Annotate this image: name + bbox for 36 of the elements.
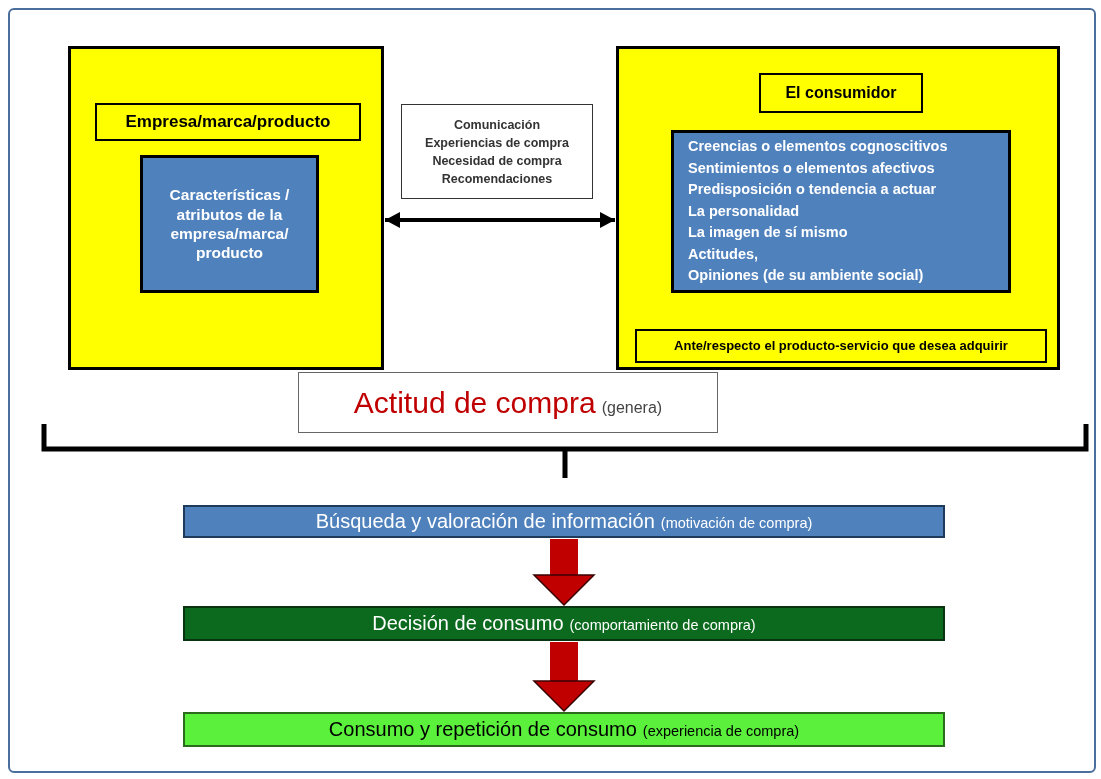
list-item: Sentimientos o elementos afectivos xyxy=(688,158,935,178)
stage-box xyxy=(183,712,945,747)
list-item: Creencias o elementos cognoscitivos xyxy=(688,137,948,157)
title-text: Búsqueda y valoración de información xyxy=(315,509,655,534)
heading-box xyxy=(759,73,923,113)
list-item: Comunicación xyxy=(453,116,541,134)
result-box xyxy=(298,372,718,433)
list-item: Experiencias de compra xyxy=(425,134,569,152)
attribute-box xyxy=(140,155,319,293)
list-item: Actitudes, xyxy=(688,244,759,264)
heading-box xyxy=(95,103,361,141)
influence-box xyxy=(401,104,593,199)
subtitle-text: (genera) xyxy=(601,397,663,418)
stage-box xyxy=(183,505,945,538)
note-box xyxy=(635,329,1047,363)
list-item: Necesidad de compra xyxy=(432,152,562,170)
label-text: El consumidor xyxy=(785,83,897,103)
double-arrow xyxy=(385,212,615,228)
title-text: Decisión de consumo xyxy=(372,611,564,636)
subtitle-text: (experiencia de compra) xyxy=(642,722,800,741)
panel xyxy=(68,46,384,370)
title-text: Consumo y repetición de consumo xyxy=(328,717,637,742)
factor-list-box xyxy=(671,130,1011,293)
label-text: Características / atributos de la empresa/marca/ producto xyxy=(168,185,291,263)
list-item: Opiniones (de su ambiente social) xyxy=(688,266,924,286)
list-item: La personalidad xyxy=(688,201,800,221)
subtitle-text: (motivación de compra) xyxy=(660,514,813,533)
title-text: Actitud de compra xyxy=(353,384,596,421)
list-item: La imagen de sí mismo xyxy=(688,223,848,243)
panel xyxy=(616,46,1060,370)
list-item: Predisposición o tendencia a actuar xyxy=(688,180,937,200)
label-text: Empresa/marca/producto xyxy=(125,111,331,133)
list-item: Recomendaciones xyxy=(441,170,553,188)
label-text: Ante/respecto el producto-servicio que desea adquirir xyxy=(674,337,1008,355)
subtitle-text: (comportamiento de compra) xyxy=(569,616,756,635)
stage-box xyxy=(183,606,945,641)
